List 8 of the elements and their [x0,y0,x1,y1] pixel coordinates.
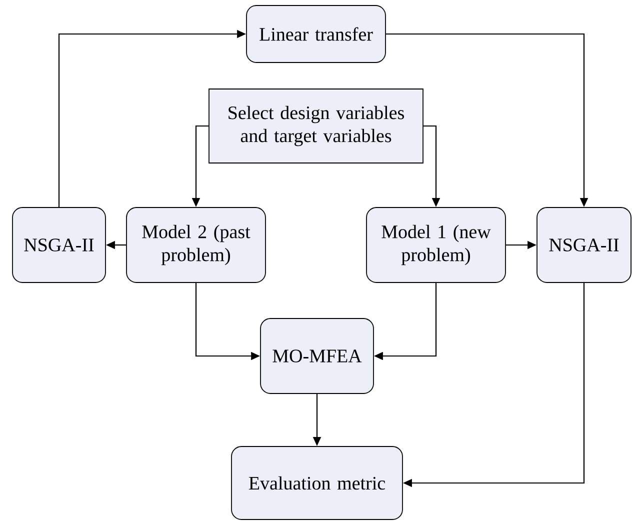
process-box: NSGA-II [12,207,106,283]
process-box: Linear transfer [246,5,386,63]
process-box: MO-MFEA [260,318,374,394]
process-box: Model 1 (new problem) [366,207,506,283]
input-box: Select design variables and target variables [208,88,424,164]
process-box: Evaluation metric [231,446,403,520]
process-box: NSGA-II [536,207,632,283]
process-box: Model 2 (past problem) [126,207,266,283]
